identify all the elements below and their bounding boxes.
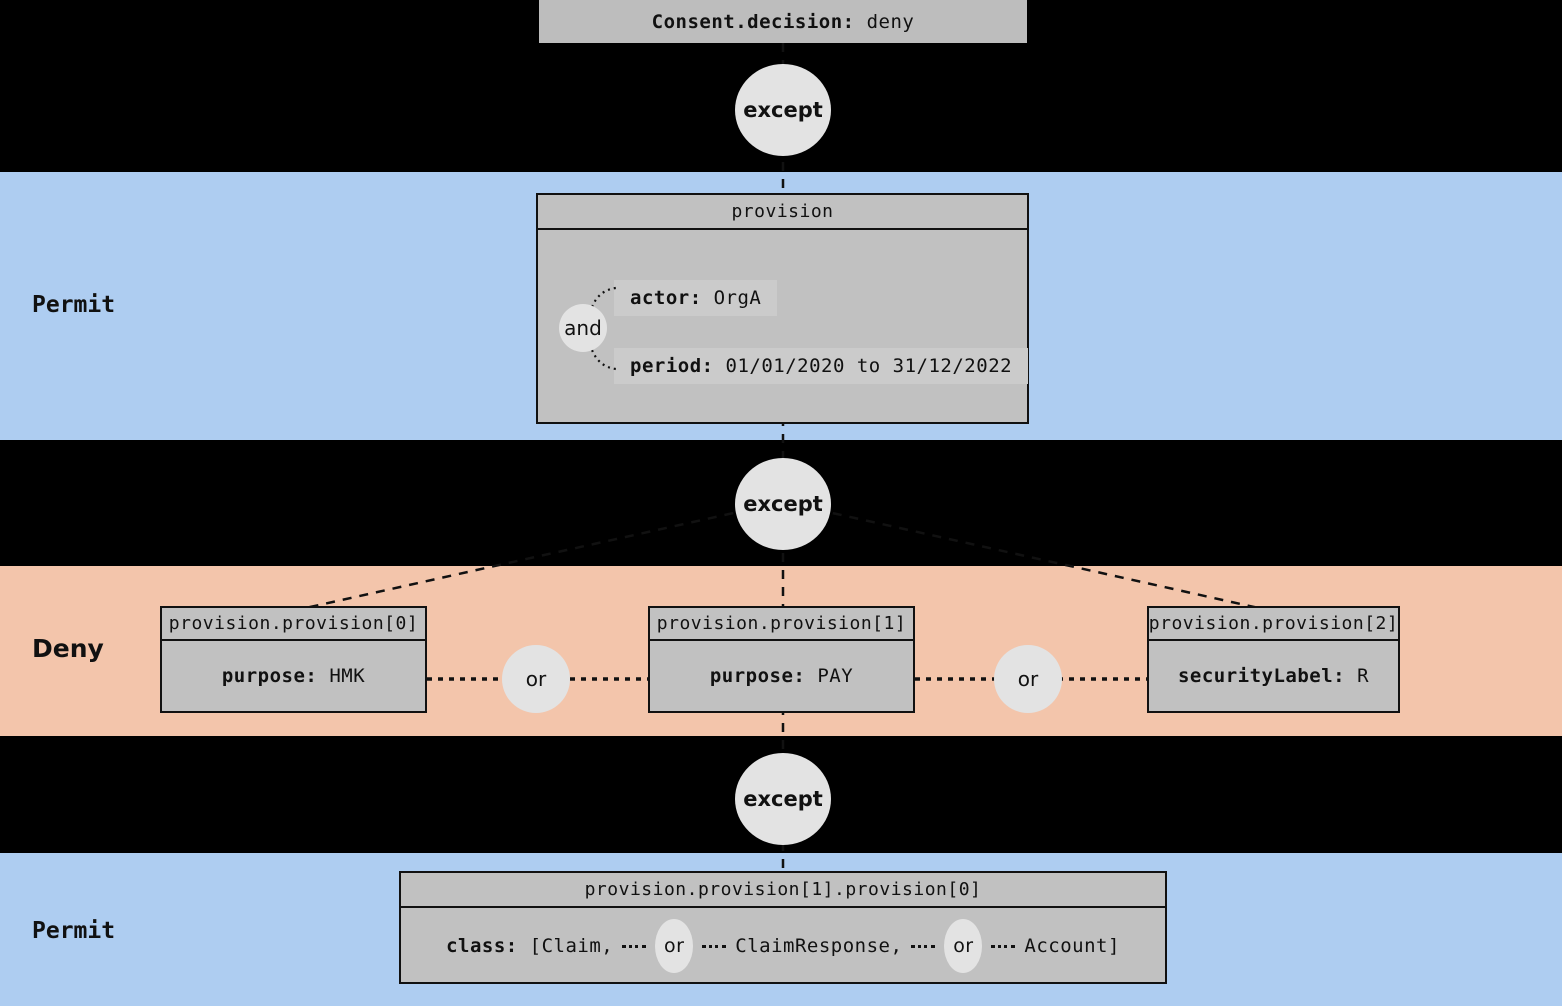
and-node: and — [559, 304, 607, 352]
or-node-inline-2: or — [944, 919, 983, 973]
except-node-3: except — [735, 753, 831, 845]
consent-decision-key: Consent.decision: — [651, 10, 855, 33]
deny-node-1-header: provision.provision[1] — [650, 608, 913, 641]
deny-node-0-header: provision.provision[0] — [162, 608, 425, 641]
deny-node-1: provision.provision[1] purpose: PAY — [648, 606, 915, 713]
permit-band-top-label: Permit — [32, 292, 116, 318]
or-label-left: or — [525, 667, 547, 691]
except-label-1: except — [743, 98, 823, 122]
or-node-inline-1: or — [655, 919, 694, 973]
actor-value: OrgA — [713, 287, 762, 309]
except-label-2: except — [743, 492, 823, 516]
or-node-left: or — [502, 645, 570, 713]
class-node: provision.provision[1].provision[0] clas… — [399, 871, 1167, 984]
deny-node-0: provision.provision[0] purpose: HMK — [160, 606, 427, 713]
class-node-header: provision.provision[1].provision[0] — [401, 873, 1165, 908]
period-row: period: 01/01/2020 to 31/12/2022 — [614, 348, 1029, 384]
class-value-2: ClaimResponse, — [735, 935, 903, 957]
dotted-segment-1 — [622, 944, 647, 948]
deny-node-1-value: PAY — [817, 665, 854, 687]
dotted-segment-3 — [911, 944, 936, 948]
permit-band-bottom-label: Permit — [32, 918, 116, 944]
and-label: and — [564, 316, 602, 340]
or-inline-label-2: or — [953, 935, 974, 957]
deny-node-2-value: R — [1357, 665, 1370, 687]
class-key: class: — [446, 935, 518, 957]
period-key: period: — [630, 355, 714, 377]
deny-node-2-header: provision.provision[2] — [1149, 608, 1398, 641]
class-row: class: [Claim, or ClaimResponse, or Acco… — [446, 919, 1120, 973]
deny-node-2-key: securityLabel: — [1177, 665, 1346, 687]
deny-node-2: provision.provision[2] securityLabel: R — [1147, 606, 1400, 713]
deny-band-label: Deny — [32, 634, 104, 663]
dotted-segment-2 — [702, 944, 727, 948]
actor-key: actor: — [630, 287, 702, 309]
except-node-1: except — [735, 64, 831, 156]
class-value-3: Account] — [1024, 935, 1120, 957]
or-node-right: or — [994, 645, 1062, 713]
deny-node-0-key: purpose: — [221, 665, 318, 687]
provision-node-header: provision — [538, 195, 1027, 230]
or-label-right: or — [1017, 667, 1039, 691]
deny-node-1-key: purpose: — [709, 665, 806, 687]
consent-decision-value: deny — [866, 10, 915, 33]
actor-row: actor: OrgA — [614, 280, 778, 316]
period-value: 01/01/2020 to 31/12/2022 — [725, 355, 1013, 377]
except-label-3: except — [743, 787, 823, 811]
dotted-segment-4 — [991, 944, 1016, 948]
except-node-2: except — [735, 458, 831, 550]
class-value-1: [Claim, — [529, 935, 614, 957]
consent-decision-node: Consent.decision: deny — [539, 0, 1027, 43]
provision-node: provision actor: OrgA period: 01/01/2020… — [536, 193, 1029, 424]
or-inline-label-1: or — [664, 935, 685, 957]
deny-node-0-value: HMK — [329, 665, 366, 687]
